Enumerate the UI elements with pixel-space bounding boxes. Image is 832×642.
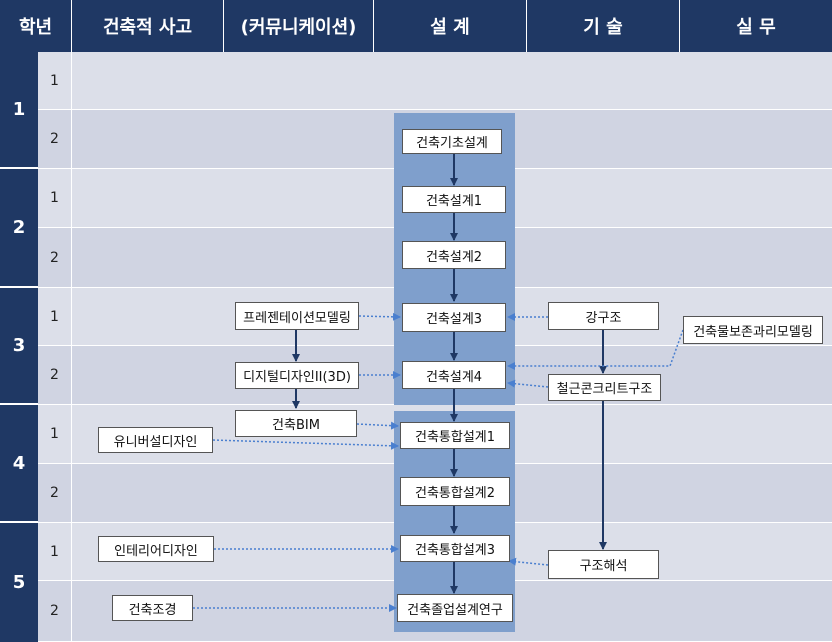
course-design-2: 건축설계2 [402, 241, 506, 269]
year-3: 3 [0, 288, 38, 405]
dotted-rc-to-design4 [507, 379, 549, 388]
header-technology: 기 술 [527, 0, 680, 52]
dotted-bim-to-integrated1 [356, 421, 399, 430]
semester-y5-s1: 1 [38, 523, 72, 581]
dotted-analysis-to-integrated3 [508, 557, 549, 566]
year-5: 5 [0, 523, 38, 642]
semester-y1-s1: 1 [38, 52, 72, 110]
course-design-basic: 건축기초설계 [402, 129, 502, 154]
course-integrated-2: 건축통합설계2 [400, 477, 510, 506]
dotted-conservation-to-design4 [507, 329, 684, 370]
course-universal-design: 유니버설디자인 [98, 427, 213, 453]
course-bim: 건축BIM [235, 410, 357, 437]
course-graduation: 건축졸업설계연구 [397, 594, 513, 622]
semester-y4-s2: 2 [38, 464, 72, 523]
header-architectural-thinking: 건축적 사고 [72, 0, 224, 52]
semester-y3-s1: 1 [38, 288, 72, 346]
year-2: 2 [0, 169, 38, 288]
course-steel-structure: 강구조 [548, 302, 659, 330]
course-landscape: 건축조경 [112, 595, 193, 621]
row-y1-s1 [72, 52, 832, 110]
semester-y1-s2: 2 [38, 110, 72, 169]
dotted-universal-to-integrated1 [212, 439, 399, 450]
semester-y4-s1: 1 [38, 405, 72, 464]
semester-y3-s2: 2 [38, 346, 72, 405]
course-presentation-modeling: 프레젠테이션모델링 [235, 302, 359, 330]
course-design-4: 건축설계4 [402, 361, 506, 389]
course-digital-design-3d: 디지털디자인II(3D) [235, 362, 359, 389]
course-conservation-modeling: 건축물보존과리모델링 [683, 316, 823, 344]
course-integrated-3: 건축통합설계3 [400, 535, 510, 562]
dotted-presentation-to-design3 [358, 312, 401, 321]
course-design-1: 건축설계1 [402, 186, 506, 213]
course-integrated-1: 건축통합설계1 [400, 422, 510, 449]
year-4: 4 [0, 405, 38, 523]
semester-y5-s2: 2 [38, 581, 72, 642]
header-year: 학년 [0, 0, 72, 52]
header-communication: (커뮤니케이션) [224, 0, 374, 52]
semester-y2-s1: 1 [38, 169, 72, 228]
course-design-3: 건축설계3 [402, 303, 506, 332]
year-1: 1 [0, 52, 38, 169]
header-design: 설 계 [374, 0, 527, 52]
course-interior-design: 인테리어디자인 [98, 536, 214, 562]
semester-y2-s2: 2 [38, 228, 72, 288]
course-rc-structure: 철근콘크리트구조 [548, 374, 661, 401]
header-practice: 실 무 [680, 0, 832, 52]
course-structural-analysis: 구조해석 [548, 550, 659, 579]
